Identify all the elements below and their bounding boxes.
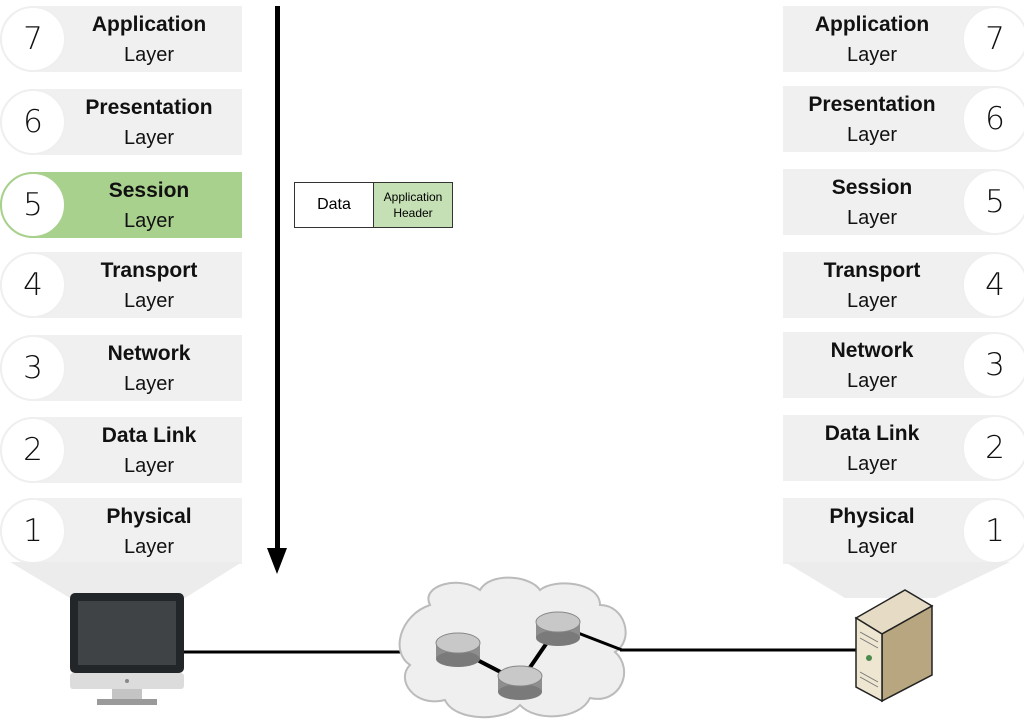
desktop-computer-icon [70,593,184,705]
router-icon [535,611,581,646]
left-funnel [10,562,242,598]
layer-name: Physical [106,505,192,528]
layer-name: Transport [823,259,921,282]
layer-number-badge: 6 [0,89,66,155]
layer-sub: Layer [123,455,175,477]
layer-name: Network [107,342,191,365]
encapsulation-arrow [275,6,280,554]
layer-sub: Layer [123,373,175,395]
layer-number-badge: 4 [962,252,1024,318]
layer-number-badge: 1 [0,498,66,564]
layer-number-badge: 5 [962,169,1024,235]
layer-number-badge: 7 [0,6,66,72]
protocol-data-unit: Data Application Header [294,182,453,228]
layer-number-badge: 7 [962,6,1024,72]
layer-name: Data Link [101,424,197,447]
layer-sub: Layer [123,210,175,232]
layer-number-badge: 4 [0,252,66,318]
layer-name: Session [108,179,190,202]
layer-number-badge: 6 [962,86,1024,152]
layer-sub: Layer [846,453,898,475]
layer-number-badge: 2 [0,417,66,483]
pdu-data: Data [295,183,374,227]
layer-name: Application [814,13,930,36]
router-icon [435,632,481,667]
arrow-head-down-icon [267,548,287,574]
layer-name: Presentation [808,93,936,116]
layer-name: Application [91,13,207,36]
layer-sub: Layer [846,44,898,66]
layer-sub: Layer [123,536,175,558]
layer-number-badge: 3 [962,332,1024,398]
server-icon [854,589,934,703]
layer-name: Transport [100,259,198,282]
layer-name: Data Link [824,422,920,445]
layer-name: Physical [829,505,915,528]
layer-sub: Layer [846,536,898,558]
router-icon [497,665,543,700]
layer-number-badge: 1 [962,498,1024,564]
layer-sub: Layer [123,290,175,312]
layer-number-badge: 3 [0,335,66,401]
pdu-application-header: Application Header [374,183,452,227]
layer-name: Network [830,339,914,362]
layer-number-badge: 5 [0,172,66,238]
layer-name: Session [831,176,913,199]
right-funnel [785,562,1010,598]
layer-sub: Layer [846,207,898,229]
network-cloud-icon [398,576,627,719]
layer-sub: Layer [846,290,898,312]
layer-number-badge: 2 [962,415,1024,481]
layer-sub: Layer [123,127,175,149]
layer-name: Presentation [85,96,213,119]
layer-sub: Layer [846,370,898,392]
layer-sub: Layer [846,124,898,146]
layer-sub: Layer [123,44,175,66]
